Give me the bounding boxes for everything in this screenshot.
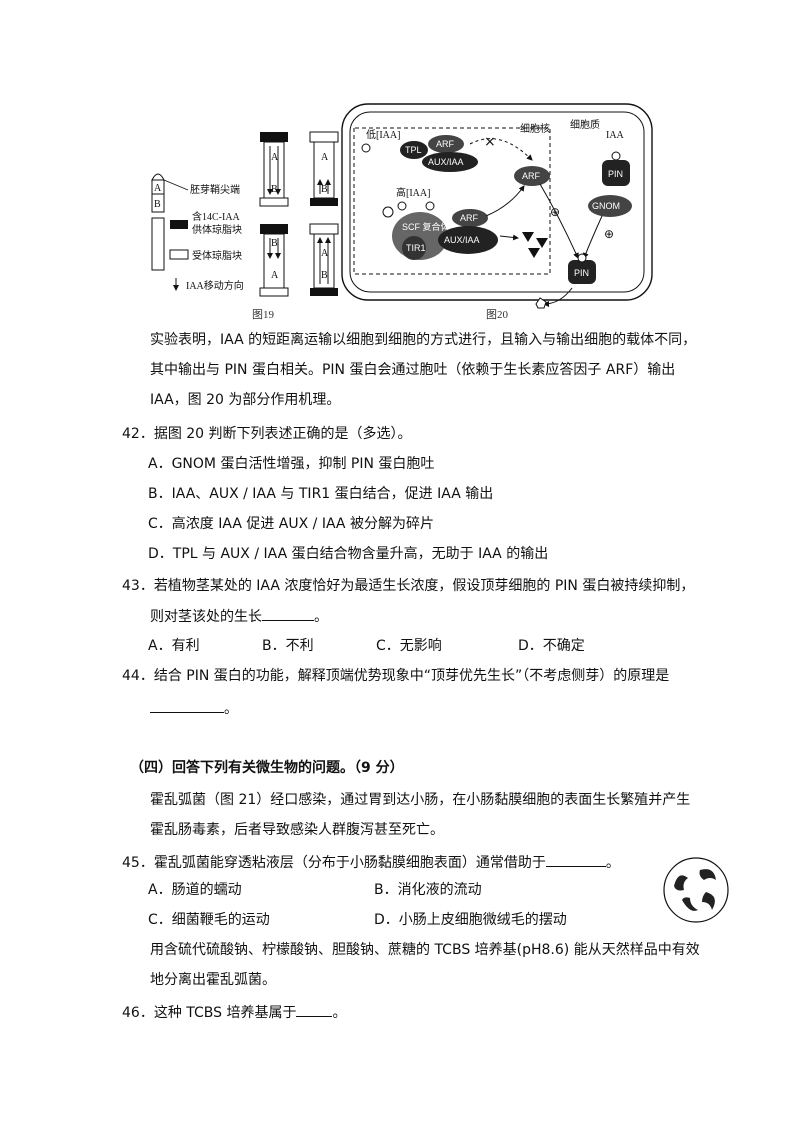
- svg-text:A: A: [321, 152, 329, 163]
- legend-donor-2: 供体琼脂块: [192, 223, 242, 236]
- fig19-caption: 图19: [252, 308, 274, 321]
- svg-text:⊕: ⊕: [604, 227, 614, 241]
- section-4-intro-1: 霍乱弧菌（图 21）经口感染，通过胃到达小肠，在小肠黏膜细胞的表面生长繁殖并产生: [150, 792, 691, 808]
- q45-stem-text: 45．霍乱弧菌能穿透粘液层（分布于小肠黏膜细胞表面）通常借助于: [122, 855, 546, 871]
- q43-option-a: A．有利: [148, 638, 200, 654]
- arf-bottom: ARF: [460, 213, 479, 223]
- svg-text:B: B: [271, 238, 278, 249]
- pin-membrane: PIN: [574, 268, 589, 278]
- q45-stem: 45．霍乱弧菌能穿透粘液层（分布于小肠黏膜细胞表面）通常借助于 。: [122, 852, 620, 873]
- fig19-legend: 胚芽鞘尖端 含14C-IAA 供体琼脂块 受体琼脂块 IAA移动方向: [163, 179, 244, 292]
- svg-text:B: B: [321, 184, 328, 195]
- legend-tip: 胚芽鞘尖端: [190, 183, 240, 196]
- q43-stem: 43．若植物茎某处的 IAA 浓度恰好为最适生长浓度，假设顶芽细胞的 PIN 蛋…: [122, 578, 695, 594]
- arf-top: ARF: [436, 139, 455, 149]
- legend-arrow: IAA移动方向: [186, 279, 244, 292]
- q46-answer-blank[interactable]: [296, 1002, 333, 1017]
- block-label-a-legend: A: [154, 183, 162, 194]
- q44-end: 。: [224, 701, 238, 717]
- coleoptile-diagram: A B: [151, 173, 165, 271]
- tcbs-line-1: 用含硫代硫酸钠、柠檬酸钠、胆酸钠、蔗糖的 TCBS 培养基(pH8.6) 能从天…: [150, 942, 700, 958]
- q45-answer-blank[interactable]: [545, 852, 606, 867]
- q43-option-b: B．不利: [262, 638, 314, 654]
- q45-option-d: D．小肠上皮细胞微绒毛的摆动: [374, 912, 567, 928]
- q44-stem: 44．结合 PIN 蛋白的功能，解释顶端优势现象中“顶芽优先生长”（不考虑侧芽）…: [122, 668, 670, 684]
- vibrio-figure: [663, 857, 729, 923]
- q43-stem-2a: 则对茎该处的生长: [150, 609, 262, 625]
- q44-answer-blank[interactable]: [150, 698, 224, 713]
- tir1-label: TIR1: [406, 243, 426, 253]
- q43-answer-blank[interactable]: [262, 606, 314, 621]
- intro-line-1: 实验表明，IAA 的短距离运输以细胞到细胞的方式进行，且输入与输出细胞的载体不同…: [150, 332, 697, 348]
- q45-option-b: B．消化液的流动: [374, 882, 482, 898]
- q43-stem-2: 则对茎该处的生长 。: [150, 606, 328, 627]
- arf-right: ARF: [522, 171, 541, 181]
- fig20-caption: 图20: [486, 308, 508, 321]
- q43-option-c: C．无影响: [376, 638, 442, 654]
- label-nucleus: 细胞核: [520, 122, 550, 135]
- svg-text:A: A: [271, 152, 279, 163]
- q42-stem: 42．据图 20 判断下列表述正确的是（多选）。: [122, 426, 412, 442]
- q43-option-d: D．不确定: [518, 638, 585, 654]
- legend-receiver: 受体琼脂块: [192, 249, 242, 262]
- aux-iaa-bottom: AUX/IAA: [444, 235, 480, 245]
- gnom-label: GNOM: [592, 201, 620, 211]
- q45-option-a: A．肠道的蠕动: [148, 882, 242, 898]
- q44-answer-line: 。: [150, 698, 238, 719]
- fig19-columns: A B A B B A A B: [259, 131, 339, 297]
- section-4-heading: （四）回答下列有关微生物的问题。（9 分）: [130, 760, 404, 776]
- label-cytoplasm: 细胞质: [570, 118, 600, 131]
- svg-text:A: A: [321, 248, 329, 259]
- block-label-b-legend: B: [154, 199, 161, 210]
- tcbs-line-2: 地分离出霍乱弧菌。: [150, 972, 276, 988]
- label-high-iaa: 高[IAA]: [396, 186, 430, 199]
- q45-end: 。: [605, 855, 620, 871]
- svg-text:A: A: [271, 270, 279, 281]
- legend-donor-1: 含14C-IAA: [192, 210, 241, 223]
- q45-option-c: C．细菌鞭毛的运动: [148, 912, 270, 928]
- label-iaa-cyto: IAA: [606, 130, 625, 141]
- q46-end: 。: [332, 1005, 347, 1021]
- q42-option-b: B．IAA、AUX / IAA 与 TIR1 蛋白结合，促进 IAA 输出: [148, 486, 494, 502]
- fig20-cell: 细胞核 细胞质 低[IAA] ARF TPL AUX/IAA × ARF 高[I…: [341, 103, 653, 309]
- q42-option-a: A．GNOM 蛋白活性增强，抑制 PIN 蛋白胞吐: [148, 456, 435, 472]
- svg-text:×: ×: [484, 134, 496, 150]
- scf-label: SCF 复合体: [402, 221, 450, 232]
- svg-text:B: B: [321, 270, 328, 281]
- aux-iaa-top: AUX/IAA: [428, 157, 464, 167]
- section-4-intro-2: 霍乱肠毒素，后者导致感染人群腹泻甚至死亡。: [150, 822, 444, 838]
- svg-text:B: B: [271, 184, 278, 195]
- intro-line-3: IAA，图 20 为部分作用机理。: [150, 392, 341, 408]
- label-low-iaa: 低[IAA]: [366, 128, 400, 141]
- pin-top: PIN: [608, 169, 623, 179]
- q46-stem-text: 46．这种 TCBS 培养基属于: [122, 1005, 297, 1021]
- q43-stem-2b: 。: [314, 609, 328, 625]
- intro-line-2: 其中输出与 PIN 蛋白相关。PIN 蛋白会通过胞吐（依赖于生长素应答因子 AR…: [150, 362, 676, 378]
- q42-option-d: D．TPL 与 AUX / IAA 蛋白结合物含量升高，无助于 IAA 的输出: [148, 546, 549, 562]
- figure-19-20: A B 胚芽鞘尖端 含14C-IAA 供体琼脂块 受体琼脂块 IAA移动方向 A…: [151, 103, 653, 321]
- tpl-label: TPL: [405, 145, 422, 155]
- q46-stem: 46．这种 TCBS 培养基属于 。: [122, 1002, 346, 1023]
- q42-option-c: C．高浓度 IAA 促进 AUX / IAA 被分解为碎片: [148, 516, 434, 532]
